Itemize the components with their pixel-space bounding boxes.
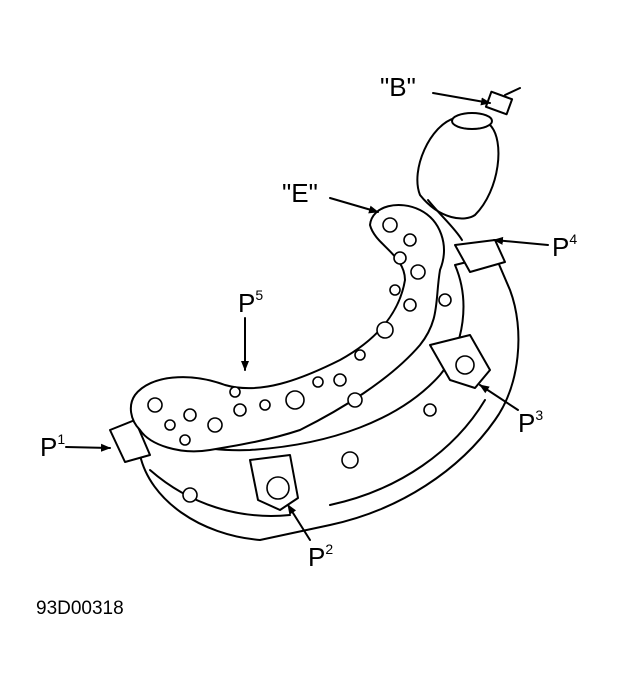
heat-sink-holes	[147, 217, 452, 503]
rectifier-drawing	[109, 87, 521, 541]
label-b-terminal: "B"	[380, 72, 416, 102]
label-p5: P5	[238, 287, 263, 318]
label-p1: P1	[40, 431, 65, 462]
label-p4: P4	[552, 231, 577, 262]
figure-id-caption: 93D00318	[36, 598, 124, 619]
label-e-heat-sink: "E"	[282, 178, 318, 208]
callout-arrows	[65, 92, 549, 541]
label-p3: P3	[518, 407, 543, 438]
label-p2: P2	[308, 541, 333, 572]
